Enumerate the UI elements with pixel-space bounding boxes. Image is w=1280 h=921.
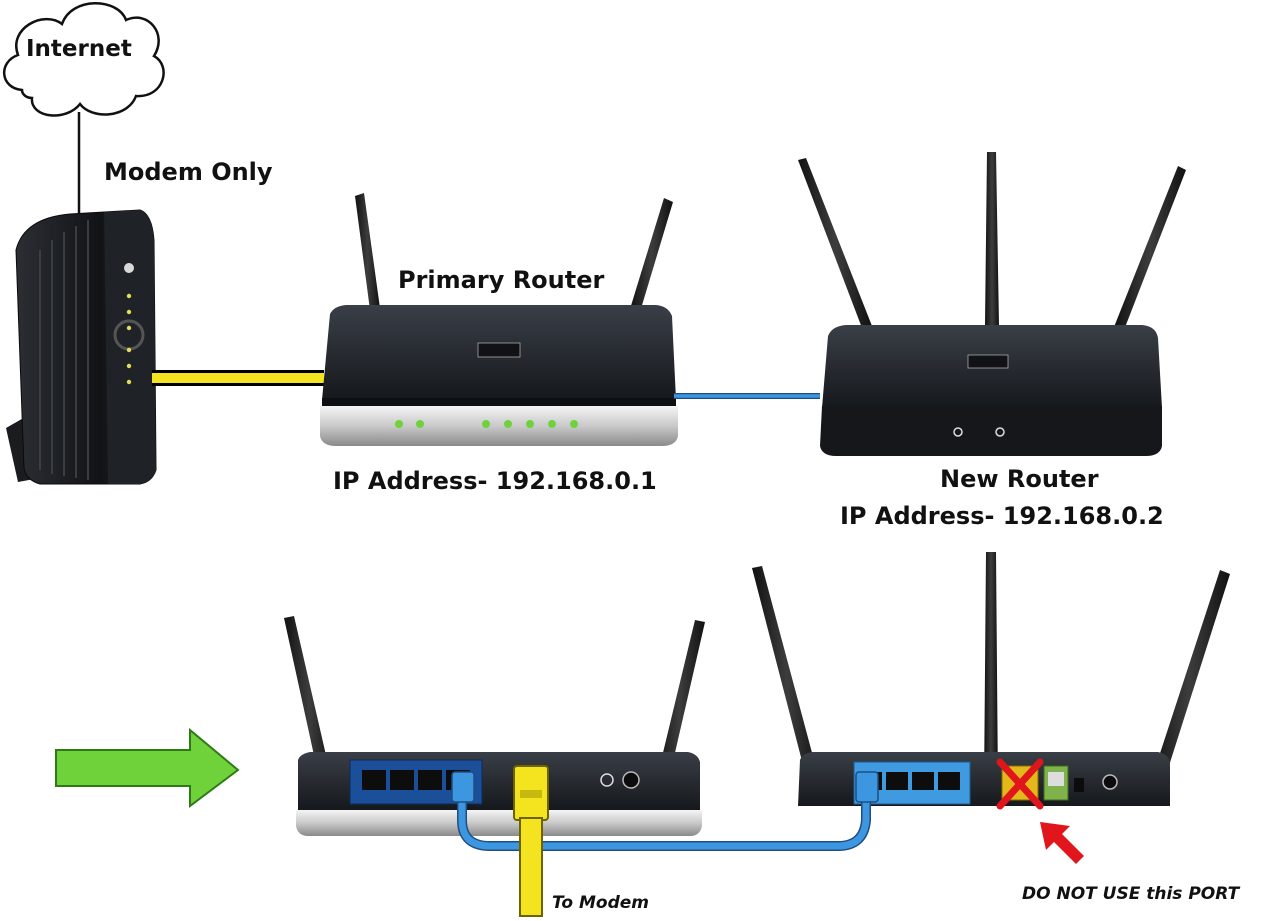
blue-cable-bottom bbox=[451, 771, 879, 851]
new-ip-label: IP Address- 192.168.0.2 bbox=[840, 502, 1164, 530]
primary-router-front bbox=[320, 193, 678, 446]
internet-label: Internet bbox=[26, 36, 132, 62]
primary-router-back bbox=[284, 616, 705, 836]
arrow-right-icon bbox=[55, 727, 240, 808]
antenna-right bbox=[630, 198, 673, 312]
yellow-cable-bottom bbox=[513, 765, 549, 917]
new-router-label: New Router bbox=[940, 465, 1099, 493]
cable-modem bbox=[6, 209, 157, 485]
primary-router-label: Primary Router bbox=[398, 266, 605, 294]
x-mark-icon bbox=[996, 758, 1044, 810]
cloud-icon bbox=[2, 2, 165, 117]
antenna-left bbox=[355, 193, 380, 310]
arrow-up-left-icon bbox=[1040, 822, 1084, 864]
to-modem-label: To Modem bbox=[552, 893, 650, 913]
new-router-front bbox=[798, 152, 1186, 456]
new-router-back bbox=[752, 552, 1230, 806]
yellow-cable-top bbox=[152, 370, 324, 386]
do-not-use-label: DO NOT USE this PORT bbox=[1022, 884, 1240, 904]
primary-ip-label: IP Address- 192.168.0.1 bbox=[333, 467, 657, 495]
modem-label: Modem Only bbox=[104, 158, 273, 186]
